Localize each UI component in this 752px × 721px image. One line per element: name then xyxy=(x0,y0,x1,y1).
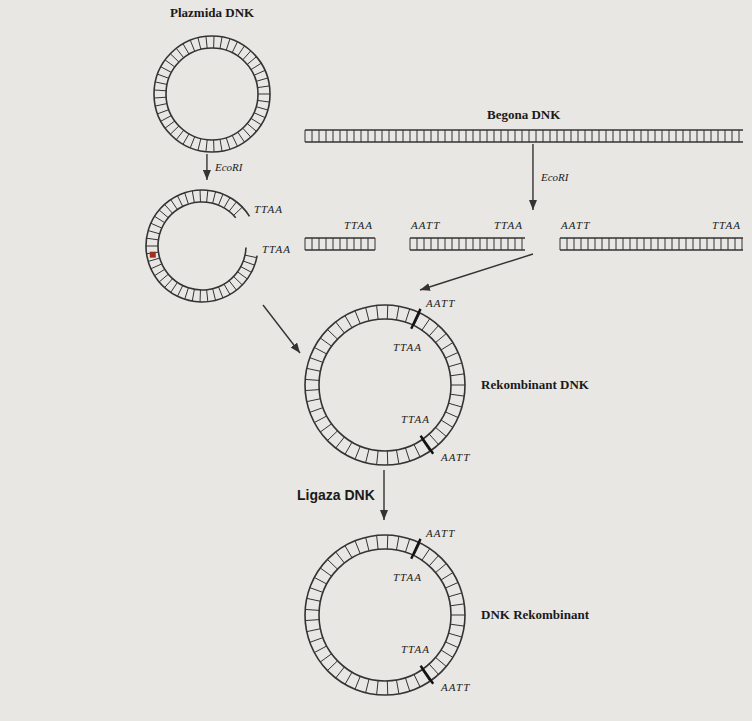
ligated-recombinant-dna: AATT TTAA AATT TTAA DNK Rekombinant xyxy=(300,520,600,700)
process-arrow xyxy=(206,154,207,180)
sticky-end-sequence: TTAA xyxy=(400,412,431,426)
sticky-end-sequence: TTAA xyxy=(711,218,742,232)
sticky-end-sequence: AATT xyxy=(440,450,471,464)
sticky-end-sequence: AATT xyxy=(425,526,456,540)
dna-label: DNK Rekombinant xyxy=(480,608,590,622)
enzyme-name: EcoRI xyxy=(214,160,243,174)
enzyme-label: Ligaza DNK xyxy=(296,488,376,502)
dna-label: Begona DNK xyxy=(486,108,561,122)
recombinant-dna: AATT TTAA AATT TTAA Rekombinant DNK xyxy=(300,290,600,470)
sticky-end-sequence: AATT xyxy=(440,680,471,694)
process-arrow xyxy=(532,144,533,210)
process-arrow xyxy=(420,254,533,290)
enzyme-name: EcoRI xyxy=(540,170,569,184)
process-arrow xyxy=(383,470,384,520)
dna-label: Rekombinant DNK xyxy=(480,378,590,392)
sticky-end-sequence: AATT xyxy=(410,218,441,232)
sticky-end-sequence: TTAA xyxy=(261,242,292,256)
plasmid-dna: Plazmida DNK xyxy=(120,4,305,154)
dna-shape xyxy=(120,4,305,154)
sticky-end-sequence: TTAA xyxy=(253,202,284,216)
sticky-end-sequence: TTAA xyxy=(392,340,423,354)
cut-plasmid: TTAA TTAA xyxy=(115,180,300,305)
dna-fragments: TTAA AATT TTAA AATT TTAA xyxy=(300,210,748,254)
foreign-dna: Begona DNK xyxy=(300,108,748,144)
sticky-end-sequence: AATT xyxy=(425,296,456,310)
sticky-end-sequence: TTAA xyxy=(493,218,524,232)
sticky-end-sequence: TTAA xyxy=(392,570,423,584)
dna-label: Plazmida DNK xyxy=(169,6,255,20)
sticky-end-sequence: AATT xyxy=(560,218,591,232)
sticky-end-sequence: TTAA xyxy=(343,218,374,232)
dna-shape xyxy=(300,210,748,254)
process-arrow xyxy=(263,305,300,353)
sticky-end-sequence: TTAA xyxy=(400,642,431,656)
